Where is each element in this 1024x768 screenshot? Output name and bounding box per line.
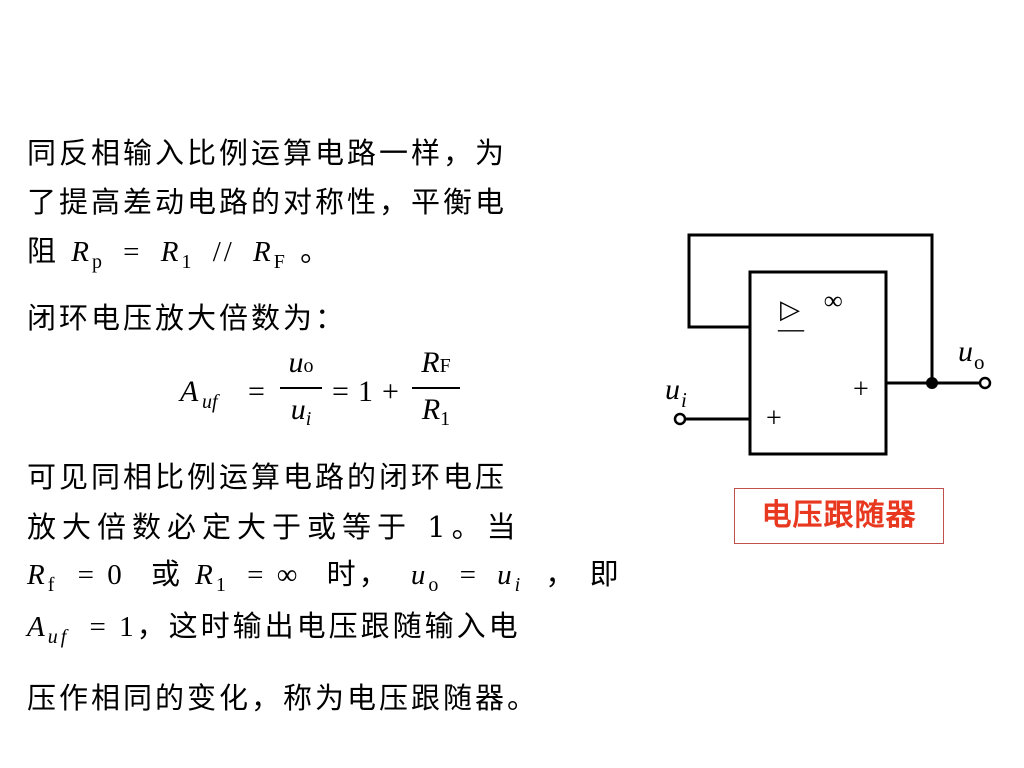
junction-node bbox=[926, 377, 938, 389]
symbol-u-out: u bbox=[410, 559, 429, 591]
paragraph-3-line-2: 放大倍数必定大于或等于 1。当 bbox=[27, 510, 522, 544]
fraction-bar bbox=[280, 387, 322, 389]
label-u-out-subscript: o bbox=[974, 350, 985, 374]
infinity-symbol: ∞ bbox=[824, 286, 843, 315]
feedback-wire bbox=[687, 233, 934, 383]
subscript-f: F bbox=[439, 355, 451, 377]
paragraph-2-line-1: 闭环电压放大倍数为： bbox=[27, 301, 348, 335]
fraction-numerator: uo bbox=[280, 345, 322, 384]
subscript-1: 1 bbox=[440, 408, 451, 430]
comma-namely: ， 即 bbox=[545, 557, 622, 591]
symbol-u-in: u bbox=[497, 559, 515, 591]
line-text: ，这时输出电压跟随输入电 bbox=[136, 609, 521, 643]
word-or: 或 bbox=[150, 557, 183, 591]
subscript-uf: uf bbox=[202, 391, 218, 413]
subscript-f: f bbox=[47, 574, 58, 596]
symbol-a: A bbox=[27, 611, 48, 643]
triangle-symbol: ▷ bbox=[780, 295, 800, 324]
subscript-i: i bbox=[305, 408, 312, 430]
label-u-out: u bbox=[958, 335, 973, 368]
parallel-sign: // bbox=[212, 236, 235, 268]
symbol-u-in: u bbox=[290, 393, 306, 426]
fraction-rf-r1: RF R1 bbox=[412, 345, 460, 437]
paragraph-3-line-4: Auf = 1，这时输出电压跟随输入电 bbox=[27, 606, 521, 657]
plus-sign-output: + bbox=[853, 374, 869, 405]
paragraph-1-line-2: 了提高差动电路的对称性，平衡电 bbox=[27, 185, 508, 219]
fraction-denominator: ui bbox=[280, 392, 322, 437]
gain-formula: A uf = uo ui = 1 + RF R1 bbox=[180, 345, 480, 445]
subscript-p: p bbox=[91, 251, 105, 273]
subscript-1: 1 bbox=[215, 574, 229, 596]
symbol-u-out: u bbox=[288, 346, 304, 379]
subscript-f: F bbox=[273, 251, 288, 273]
plus-sign-input: + bbox=[766, 403, 782, 434]
paragraph-3-line-1: 可见同相比例运算电路的闭环电压 bbox=[27, 460, 508, 494]
symbol-a: A bbox=[180, 375, 199, 408]
line-suffix: 。 bbox=[300, 234, 333, 268]
fraction-denominator: R1 bbox=[412, 392, 460, 437]
number-one: 1 bbox=[358, 375, 373, 408]
paragraph-1-line-1: 同反相输入比例运算电路一样，为 bbox=[27, 136, 508, 170]
plus-sign: + bbox=[382, 375, 399, 408]
line-prefix: 阻 bbox=[27, 234, 60, 268]
symbol-r1: R bbox=[195, 559, 216, 591]
fraction-bar bbox=[412, 387, 460, 389]
output-terminal bbox=[978, 376, 992, 390]
subscript-uf: uf bbox=[47, 626, 70, 648]
equals-sign: = bbox=[123, 236, 143, 268]
equals-one: = 1 bbox=[89, 611, 137, 643]
symbol-r: R bbox=[71, 236, 92, 268]
subscript-i: i bbox=[514, 574, 524, 596]
symbol-rf: R bbox=[421, 346, 440, 379]
paragraph-3-line-5: 压作相同的变化，称为电压跟随器。 bbox=[27, 681, 540, 715]
equals-infinity: = ∞ bbox=[247, 559, 301, 591]
label-u-in: u bbox=[665, 373, 680, 406]
subscript-1: 1 bbox=[181, 251, 195, 273]
opamp-box bbox=[748, 270, 888, 456]
paragraph-1-line-3: 阻 Rp = R1 // RF 。 bbox=[27, 231, 332, 282]
paragraph-3-line-3: Rf = 0 或 R1 = ∞ 时， uo = ui ， 即 bbox=[27, 554, 622, 605]
subscript-o: o bbox=[303, 355, 314, 377]
input-terminal bbox=[673, 412, 687, 426]
symbol-rf: R bbox=[253, 236, 274, 268]
subscript-o: o bbox=[428, 574, 442, 596]
symbol-r1: R bbox=[421, 393, 441, 426]
equals-sign-2: = bbox=[332, 375, 349, 408]
symbol-rf: R bbox=[27, 559, 48, 591]
minus-sign: — bbox=[777, 314, 805, 343]
fraction-numerator: RF bbox=[412, 345, 460, 384]
equals-sign: = bbox=[459, 559, 479, 591]
equals-zero: = 0 bbox=[77, 559, 125, 591]
circuit-caption: 电压跟随器 bbox=[734, 488, 944, 544]
label-u-in-subscript: i bbox=[681, 388, 687, 412]
word-when: 时， bbox=[326, 557, 391, 591]
equals-sign-1: = bbox=[248, 375, 265, 408]
fraction-uo-ui: uo ui bbox=[280, 345, 322, 437]
symbol-r1: R bbox=[160, 236, 182, 268]
